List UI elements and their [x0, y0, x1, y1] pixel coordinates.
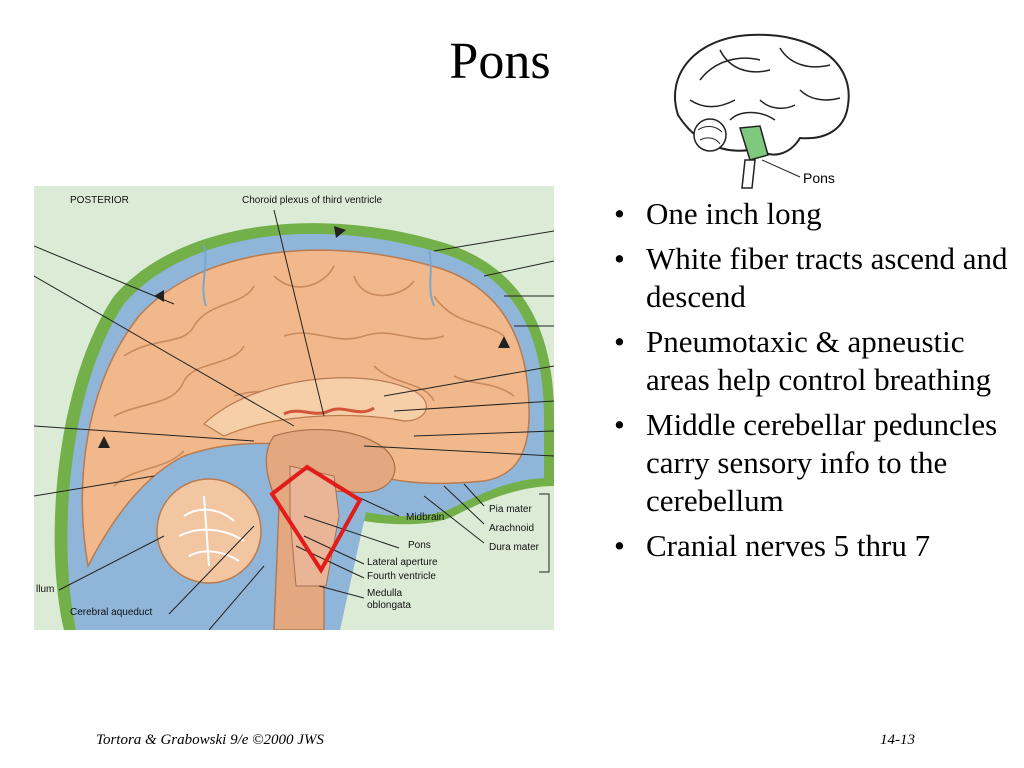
bullet-item: • White fiber tracts ascend and descend: [604, 240, 1014, 316]
label-posterior: POSTERIOR: [70, 195, 129, 206]
bullet-text: Middle cerebellar peduncles carry sensor…: [646, 407, 998, 518]
brain-thumbnail: [660, 20, 860, 190]
label-pons: Pons: [408, 540, 431, 551]
label-arachnoid: Arachnoid: [489, 523, 535, 534]
bullet-text: One inch long: [646, 196, 822, 231]
bullet-text: Cranial nerves 5 thru 7: [646, 528, 931, 563]
label-choroid-plexus: Choroid plexus of third ventricle: [242, 195, 383, 206]
bullet-item: • One inch long: [604, 195, 1014, 233]
bullet-text: White fiber tracts ascend and descend: [646, 241, 1008, 314]
footer-citation: Tortora & Grabowski 9/e ©2000 JWS: [96, 732, 324, 748]
bullet-list: • One inch long • White fiber tracts ascen…: [604, 195, 1014, 572]
label-midbrain: Midbrain: [406, 512, 445, 523]
footer-page-number: 14-13: [880, 732, 915, 748]
brain-sagittal-illustration: [34, 209, 554, 630]
label-pia-mater: Pia mater: [489, 504, 532, 515]
brain-sagittal-diagram: POSTERIOR Choroid plexus of third ventri…: [34, 186, 554, 630]
bullet-dot-icon: •: [614, 407, 625, 442]
pons-highlight: [739, 125, 769, 161]
label-fourth-ventricle: Fourth ventricle: [367, 571, 436, 582]
label-dura-mater: Dura mater: [489, 542, 540, 553]
bullet-dot-icon: •: [614, 196, 625, 231]
bullet-dot-icon: •: [614, 528, 625, 563]
slide-title: Pons: [449, 33, 551, 90]
gyri-pattern: [113, 265, 515, 487]
label-lateral-aperture: Lateral aperture: [367, 557, 438, 568]
label-oblongata: oblongata: [367, 600, 411, 611]
brain-thumbnail-drawing: [673, 33, 850, 189]
bullet-item: • Cranial nerves 5 thru 7: [604, 527, 1014, 565]
thumbnail-pons-label: Pons: [803, 170, 835, 186]
bullet-item: • Middle cerebellar peduncles carry senso…: [604, 406, 1014, 520]
label-cerebellum-partial: llum: [36, 584, 55, 595]
bullet-item: • Pneumotaxic & apneustic areas help cont…: [604, 323, 1014, 399]
label-cerebral-aqueduct: Cerebral aqueduct: [70, 607, 153, 618]
pons-highlight-box: [269, 464, 363, 574]
bullet-text: Pneumotaxic & apneustic areas help contr…: [646, 324, 992, 397]
label-medulla: Medulla: [367, 588, 403, 599]
bullet-dot-icon: •: [614, 241, 625, 276]
bullet-dot-icon: •: [614, 324, 625, 359]
cerebellum: [156, 478, 262, 584]
